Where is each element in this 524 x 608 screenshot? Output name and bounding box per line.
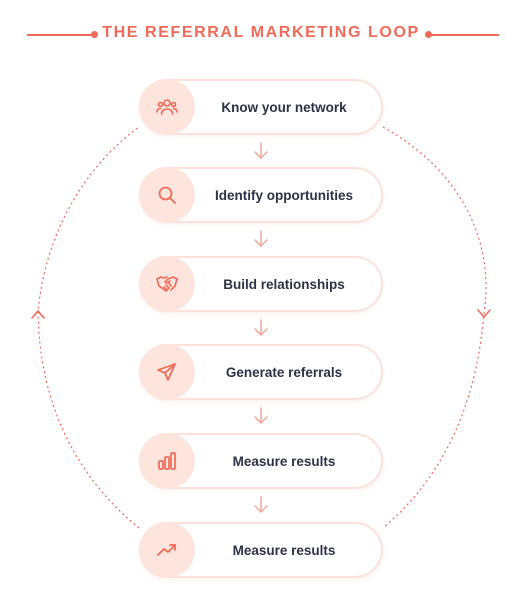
- step-label: Measure results: [232, 542, 336, 558]
- title-divider-right: [431, 34, 499, 36]
- send-icon: [139, 344, 195, 400]
- step-label: Know your network: [221, 99, 347, 115]
- step-identify-opportunities: Identify opportunities: [139, 167, 383, 223]
- step-label: Build relationships: [223, 276, 345, 292]
- step-generate-referrals: Generate referrals: [139, 344, 383, 400]
- loop-chevron-up-icon: [31, 310, 45, 319]
- search-icon: [139, 167, 195, 223]
- arrow-down-icon: [254, 142, 268, 159]
- people-icon: [139, 79, 195, 135]
- trending-up-icon: [139, 522, 195, 578]
- arrow-down-icon: [254, 230, 268, 247]
- step-label: Measure results: [232, 453, 336, 469]
- title-dot-left: [91, 31, 98, 38]
- page-title: THE REFERRAL MARKETING LOOP: [102, 24, 420, 41]
- loop-arc-left: [37, 126, 140, 529]
- arrow-down-icon: [254, 319, 268, 336]
- arrow-down-icon: [254, 407, 268, 424]
- title-dot-right: [425, 31, 432, 38]
- step-label: Identify opportunities: [215, 187, 353, 203]
- step-measure-results-trend: Measure results: [139, 522, 383, 578]
- loop-chevron-down-icon: [477, 309, 491, 318]
- arrow-down-icon: [254, 496, 268, 513]
- step-label: Generate referrals: [225, 364, 343, 380]
- title-divider-left: [27, 34, 93, 36]
- loop-arc-right: [382, 126, 487, 529]
- handshake-icon: [139, 256, 195, 312]
- title-row: THE REFERRAL MARKETING LOOP: [0, 22, 524, 48]
- step-measure-results: Measure results: [139, 433, 383, 489]
- step-build-relationships: Build relationships: [139, 256, 383, 312]
- step-know-your-network: Know your network: [139, 79, 383, 135]
- bar-chart-icon: [139, 433, 195, 489]
